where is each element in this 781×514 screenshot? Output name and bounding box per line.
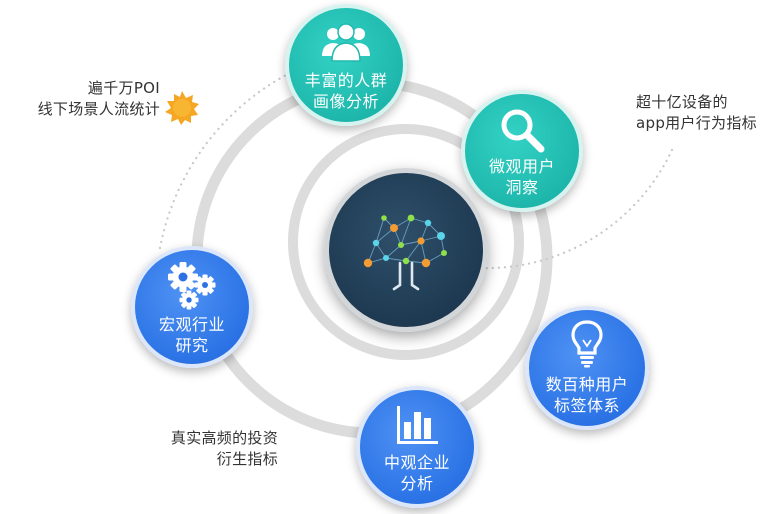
node-micro-insight: 微观用户 洞察 <box>461 90 583 212</box>
annotation-investment: 真实高频的投资 衍生指标 <box>140 428 278 470</box>
node-crowd-portrait-label: 丰富的人群 画像分析 <box>289 70 403 112</box>
label-line-2: 洞察 <box>505 178 539 197</box>
node-tag-system-label: 数百种用户 标签体系 <box>529 374 645 416</box>
user-group-icon <box>322 23 370 62</box>
annotation-line-2: app用户行为指标 <box>636 114 757 132</box>
data-tree-icon <box>363 214 447 291</box>
node-macro-industry-label: 宏观行业 研究 <box>135 314 249 356</box>
annotation-poi: 遍千万POI 线下场景人流统计 <box>22 78 160 120</box>
bar-chart-icon <box>397 406 438 444</box>
node-mid-enterprise: 中观企业 分析 <box>356 386 478 508</box>
label-line-2: 标签体系 <box>553 396 620 415</box>
core-node <box>324 168 488 332</box>
label-line-2: 分析 <box>400 474 434 493</box>
node-micro-insight-label: 微观用户 洞察 <box>465 156 579 198</box>
annotation-line-1: 遍千万POI <box>87 79 160 97</box>
node-crowd-portrait: 丰富的人群 画像分析 <box>285 4 407 126</box>
label-line-1: 宏观行业 <box>158 315 225 334</box>
inner-ring <box>288 124 524 360</box>
dotted-arc-right <box>478 148 674 270</box>
label-line-2: 研究 <box>175 336 209 355</box>
annotation-line-1: 超十亿设备的 <box>636 93 728 111</box>
annotation-line-2: 线下场景人流统计 <box>37 100 160 118</box>
label-line-1: 中观企业 <box>383 453 450 472</box>
label-line-1: 微观用户 <box>488 157 555 176</box>
sun-icon <box>165 91 199 125</box>
label-line-2: 画像分析 <box>312 92 379 111</box>
magnifier-icon <box>501 109 545 153</box>
lightbulb-icon <box>571 320 603 368</box>
node-mid-enterprise-label: 中观企业 分析 <box>360 452 474 494</box>
label-line-1: 数百种用户 <box>545 375 629 394</box>
dotted-arc-left <box>158 66 302 250</box>
node-tag-system: 数百种用户 标签体系 <box>525 306 649 430</box>
annotation-line-1: 真实高频的投资 <box>170 429 278 447</box>
annotation-devices: 超十亿设备的 app用户行为指标 <box>636 92 776 134</box>
label-line-1: 丰富的人群 <box>304 71 388 90</box>
gears-icon <box>168 262 216 310</box>
annotation-line-2: 衍生指标 <box>216 450 278 468</box>
node-macro-industry: 宏观行业 研究 <box>131 246 253 368</box>
